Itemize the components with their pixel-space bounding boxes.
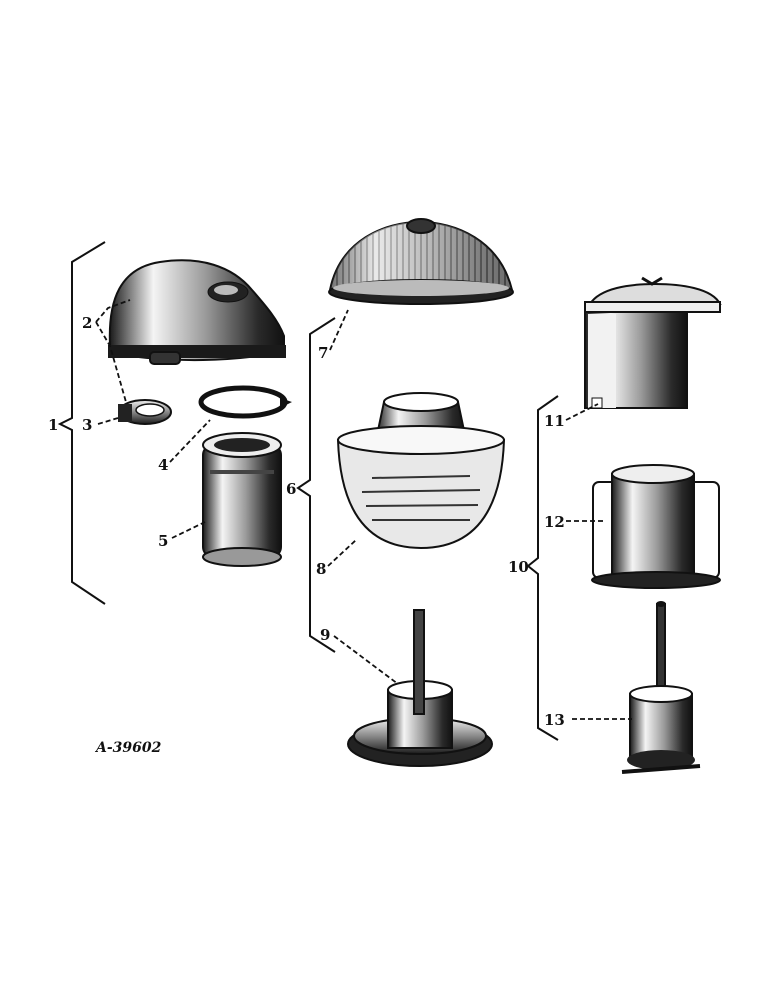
- callout-7: 7: [318, 344, 328, 362]
- callout-8: 8: [316, 560, 326, 578]
- callout-3: 3: [82, 416, 92, 434]
- callout-13: 13: [544, 711, 565, 729]
- group-6-brace: [296, 317, 336, 653]
- part-13-center-tube: [621, 601, 701, 774]
- part-9-base-assembly: [347, 609, 493, 767]
- part-8-oil-cup: [336, 392, 506, 550]
- leader-lines: [95, 299, 632, 720]
- callout-1: 1: [48, 416, 58, 434]
- part-2-air-intake-elbow: [108, 259, 286, 365]
- part-11-filter-element: [584, 276, 722, 409]
- part-7-dome-cover: [328, 218, 514, 305]
- drawing-code: A-39602: [94, 740, 162, 756]
- callout-2: 2: [82, 314, 92, 332]
- callout-10: 10: [508, 558, 529, 576]
- callout-11: 11: [544, 412, 565, 430]
- callout-12: 12: [544, 513, 565, 531]
- part-4-gasket: [198, 385, 292, 419]
- part-3-hose-clamp: [118, 399, 172, 425]
- group-10-brace: [526, 395, 559, 741]
- group-1-brace: [57, 241, 106, 605]
- part-5-jar: [202, 432, 282, 567]
- callout-9: 9: [320, 626, 330, 644]
- callout-4: 4: [158, 456, 168, 474]
- callout-6: 6: [286, 480, 296, 498]
- callout-5: 5: [158, 532, 168, 550]
- part-12-screen-basket: [591, 464, 721, 589]
- callout-labels: 1 2 3 4 5 6 7 8 9 10 11 12 13: [48, 314, 565, 729]
